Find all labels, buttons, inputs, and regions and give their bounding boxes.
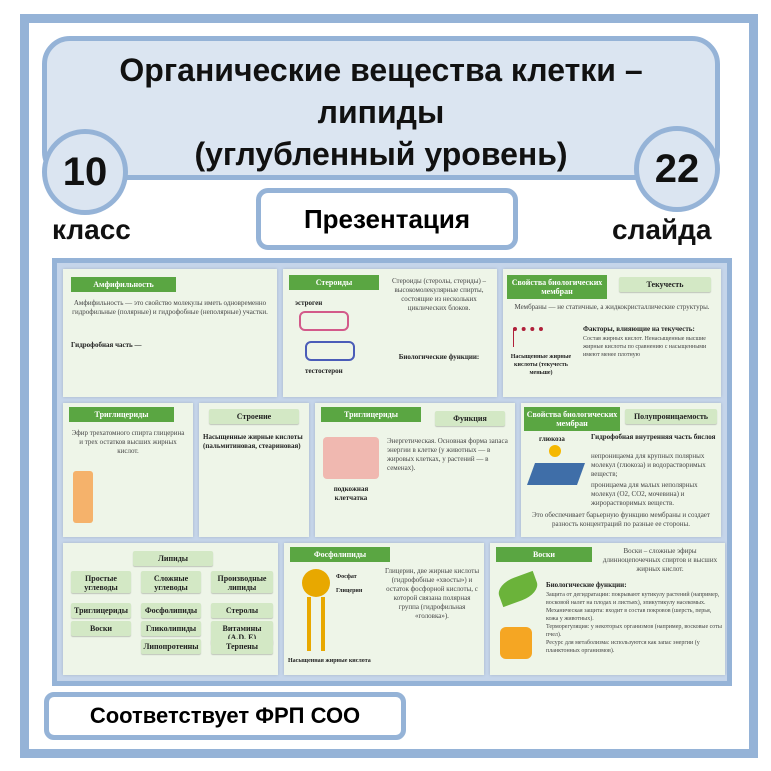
slide-tab: Полупроницаемость [625,409,717,424]
glucose-label: глюкоза [539,435,565,443]
glycerol-formula-icon [73,471,93,523]
slide-text: проницаема для малых неполярных молекул … [591,481,698,507]
node-item: Триглицериды [71,603,131,618]
standard-compliance-badge: Соответствует ФРП СОО [44,692,406,740]
title-line-2: липиды [317,94,445,130]
image-caption: Насыщенные жирные кислоты (текучесть мен… [510,354,572,376]
slides-count-circle: 22 [634,126,720,212]
slide-text: Мембраны — не статичные, а жидкокристалл… [514,303,710,311]
node-item: Гликолипиды [141,621,201,636]
slide-subtitle: Биологические функции: [546,581,627,589]
node-category: Простые углеводы [71,571,131,593]
slide-classification: Липиды Простые углеводы Сложные углеводы… [63,543,278,675]
slide-tab: Функция [435,411,505,426]
glucose-icon [549,445,561,457]
node-item: Фосфолипиды [141,603,201,618]
fatty-acids-icon [513,327,543,347]
estrogen-molecule-icon [299,311,349,331]
skin-illustration [323,437,379,479]
slide-phospholipids: Фосфолипиды Фосфат Глицерин Насыщенная ж… [284,543,484,675]
slide-membrane-permeability: Свойства биологических мембран Полупрони… [521,403,721,537]
slide-membrane-fluidity: Свойства биологических мембран Текучесть… [503,269,721,397]
slide-text: Состав жирных кислот. Ненасыщенные высши… [583,336,707,358]
slide-text: Энергетическая. Основная форма запаса эн… [387,437,508,472]
grade-circle: 10 [42,129,128,215]
slide-title: Триглицериды [321,407,421,422]
list-item: Защита от дегидратации: покрывают кутику… [546,592,720,606]
phosphate-label: Фосфат [336,574,357,580]
node-item: Липопротеины [141,639,201,654]
slide-subtitle: Биологические функции: [398,353,480,361]
slide-title: Триглицериды [69,407,174,422]
slide-text: Амфифильность — это свойство молекулы им… [72,299,268,316]
honeycomb-illustration [500,627,532,659]
estrogen-label: эстроген [295,299,323,307]
node-category: Производные липиды [211,571,273,593]
title-line-1: Органические вещества клетки – [119,52,643,88]
slide-text: непроницаема для крупных полярных молеку… [591,452,706,478]
slide-triglycerides-formula: Триглицериды Эфир трехатомного спирта гл… [63,403,193,537]
image-caption: подкожная клетчатка [333,485,369,502]
leaf-illustration [495,570,541,608]
slide-title: Свойства биологических мембран [524,407,620,431]
node-item: Терпены [211,639,273,654]
node-root: Липиды [133,551,213,566]
phospholipid-head-icon [302,569,330,597]
node-category: Сложные углеводы [141,571,201,593]
glycerol-label: Глицерин [336,588,363,594]
list-item: Механическая защита: входит в состав пок… [546,608,712,622]
testosterone-molecule-icon [305,341,355,361]
slide-text: Стероиды (стеролы, стериды) – высокомоле… [391,277,487,312]
list-item: Ресурс для метаболизма: используются как… [546,640,700,654]
slide-title: Амфифильность [71,277,176,292]
slide-title: Стероиды [289,275,379,290]
slides-count-label: слайда [612,214,712,245]
slide-triglycerides-function: Триглицериды Функция Энергетическая. Осн… [315,403,515,537]
slide-amphiphilicity: Амфифильность Амфифильность — это свойст… [63,269,277,397]
functions-list: Защита от дегидратации: покрывают кутику… [546,591,722,655]
node-item: Воски [71,621,131,636]
slide-waxes: Воски Воски – сложные эфиры длинноцепоче… [490,543,725,675]
node-item: Стеролы [211,603,273,618]
slide-text: Воски – сложные эфиры длинноцепочечных с… [602,547,718,573]
slide-title: Воски [496,547,592,562]
slide-subtitle: Факторы, влияющие на текучесть: [583,325,695,333]
list-item: Терморегуляция: у некоторых организмов (… [546,624,722,638]
testosterone-label: тестостерон [305,367,343,375]
fatty-acid-label: Насыщенная жирные кислота [288,658,371,664]
title-banner: Органические вещества клетки – липиды (у… [42,36,720,180]
slide-text: Это обеспечивает барьерную функцию мембр… [532,511,710,528]
slide-text: Насыщенные жирные кислоты (пальмитиновая… [203,433,303,450]
membrane-bilayer-icon [526,463,586,485]
slide-subtitle: Гидрофобная внутренняя часть бислоя [591,433,716,441]
slides-collage: Амфифильность Амфифильность — это свойст… [52,258,732,686]
presentation-badge: Презентация [256,188,518,250]
slide-text: Эфир трехатомного спирта глицерина и тре… [71,429,185,455]
grade-label: класс [52,214,131,245]
slide-tab: Строение [209,409,299,424]
slide-steroids: Стероиды Стероиды (стеролы, стериды) – в… [283,269,497,397]
title-line-3: (углубленный уровень) [194,136,568,172]
slide-tab: Текучесть [619,277,711,292]
slide-structure: Строение Насыщенные жирные кислоты (паль… [199,403,309,537]
phospholipid-tails-icon [307,597,325,651]
slide-text: Глицерин, две жирные кислоты (гидрофобны… [384,567,480,620]
slide-title: Фосфолипиды [290,547,390,562]
slide-subtitle: Гидрофобная часть — [71,341,142,349]
slide-title: Свойства биологических мембран [507,275,607,299]
